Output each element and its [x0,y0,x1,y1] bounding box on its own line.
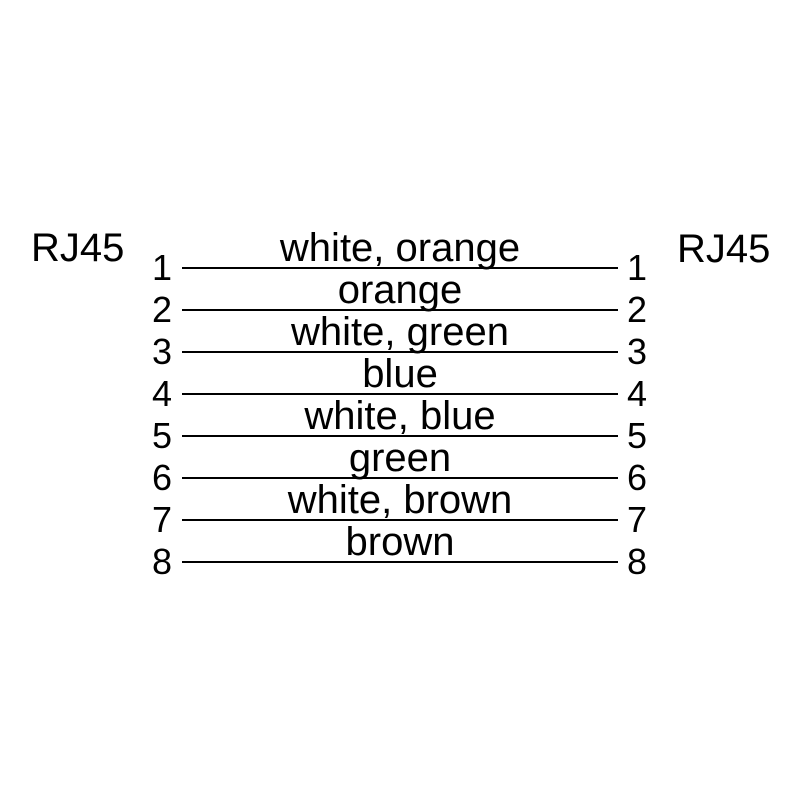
left-pin-number: 4 [151,373,172,414]
right-pin-number: 8 [627,541,648,582]
wire-line [182,435,618,437]
wire-line [182,267,618,269]
right-pin-number: 6 [627,457,648,498]
wire-color-label: blue [362,352,438,396]
left-pin-number: 1 [151,247,172,288]
wire-color-label: white, brown [287,478,513,522]
left-pin-number: 5 [151,415,172,456]
right-connector-label: RJ45 [677,227,771,271]
wire-line [182,393,618,395]
wire-color-label: green [348,436,452,480]
left-connector-label: RJ45 [31,226,125,270]
wire-color-label: white, blue [304,394,496,438]
right-pin-number: 2 [627,289,648,330]
left-pin-number: 6 [151,457,172,498]
wire-line [182,519,618,521]
wire-color-label: brown [345,520,455,564]
wire-line [182,561,618,563]
wire-line [182,351,618,353]
left-pin-number: 7 [151,499,172,540]
wire-line [182,477,618,479]
right-pin-number: 1 [627,247,648,288]
wire-color-label: orange [337,268,463,312]
left-pin-number: 3 [151,331,172,372]
wire-color-label: white, green [291,310,509,354]
right-pin-number: 3 [627,331,648,372]
right-pin-number: 4 [627,373,648,414]
left-pin-number: 8 [151,541,172,582]
wire-line [182,309,618,311]
left-pin-number: 2 [151,289,172,330]
wire-color-label: white, orange [279,226,521,270]
right-pin-number: 5 [627,415,648,456]
right-pin-number: 7 [627,499,648,540]
